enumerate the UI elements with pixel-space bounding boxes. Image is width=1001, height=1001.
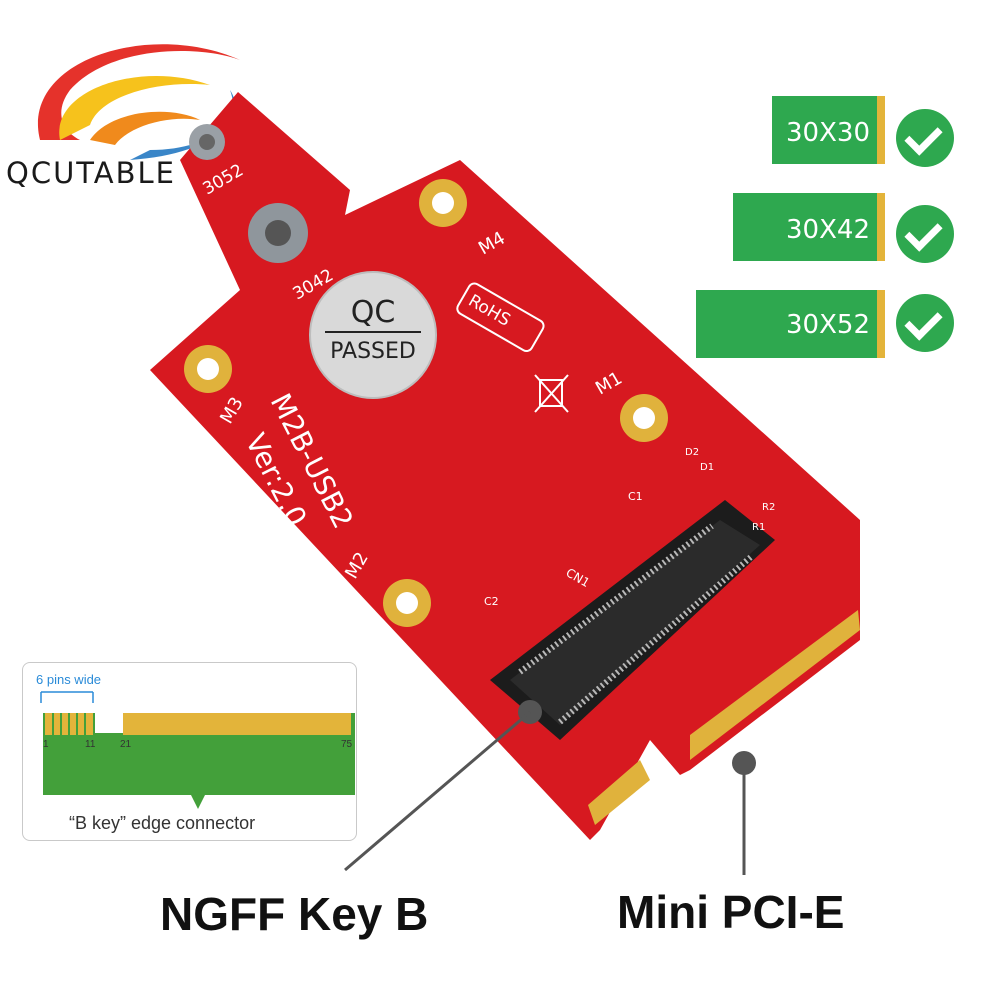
brand-name: QCUTABLE — [6, 156, 176, 190]
silk-c2: C2 — [484, 595, 499, 608]
adapter-board: QC PASSED 3052 3042 M4 M3 M1 M2 M2B-USB2… — [150, 92, 860, 840]
silk-c1: C1 — [628, 490, 643, 503]
edge-connector-graphic — [40, 691, 355, 809]
qc-passed-sticker: QC PASSED — [309, 271, 437, 399]
size-label-30x42: 30X42 — [786, 215, 870, 245]
pins-width-label: 6 pins wide — [36, 672, 102, 687]
silk-d1: D1 — [700, 462, 714, 473]
weee-bin-icon — [534, 374, 569, 413]
size-card-30x42 — [733, 193, 885, 261]
qc-label: QC — [351, 295, 396, 330]
passed-label: PASSED — [330, 339, 416, 364]
brand-logo-icon — [37, 44, 240, 160]
size-card-30x52 — [696, 290, 885, 358]
callout-leader-ngff — [344, 700, 542, 872]
callout-mini-pcie: Mini PCI-E — [617, 886, 845, 938]
size-card-30x30 — [772, 96, 885, 164]
silk-r1: R1 — [752, 522, 765, 533]
standoff-3052 — [189, 124, 225, 160]
pin-number-1: 1 — [43, 739, 49, 750]
mini-pcie-edge-pins — [588, 610, 860, 825]
pin-number-75: 75 — [341, 739, 353, 750]
check-icon — [896, 294, 954, 352]
standoff-3042 — [248, 203, 308, 263]
check-icon — [896, 109, 954, 167]
silk-d2: D2 — [685, 447, 699, 458]
edge-connector-diagram: 6 pins wide 1 11 21 75 “B key” edge conn… — [22, 662, 357, 841]
callout-ngff-key-b: NGFF Key B — [160, 888, 429, 940]
pin-number-21: 21 — [120, 739, 132, 750]
mount-hole-m3 — [184, 345, 232, 393]
silk-r2: R2 — [762, 502, 775, 513]
size-label-30x52: 30X52 — [786, 310, 870, 340]
size-label-30x30: 30X30 — [786, 118, 870, 148]
check-icon — [896, 205, 954, 263]
mount-hole-m1 — [620, 394, 668, 442]
ngff-socket — [490, 500, 775, 740]
edge-connector-caption: “B key” edge connector — [69, 813, 256, 833]
callout-leader-minipcie — [732, 751, 756, 875]
mount-hole-m4 — [419, 179, 467, 227]
mount-hole-m2 — [383, 579, 431, 627]
pin-number-11: 11 — [85, 739, 96, 750]
